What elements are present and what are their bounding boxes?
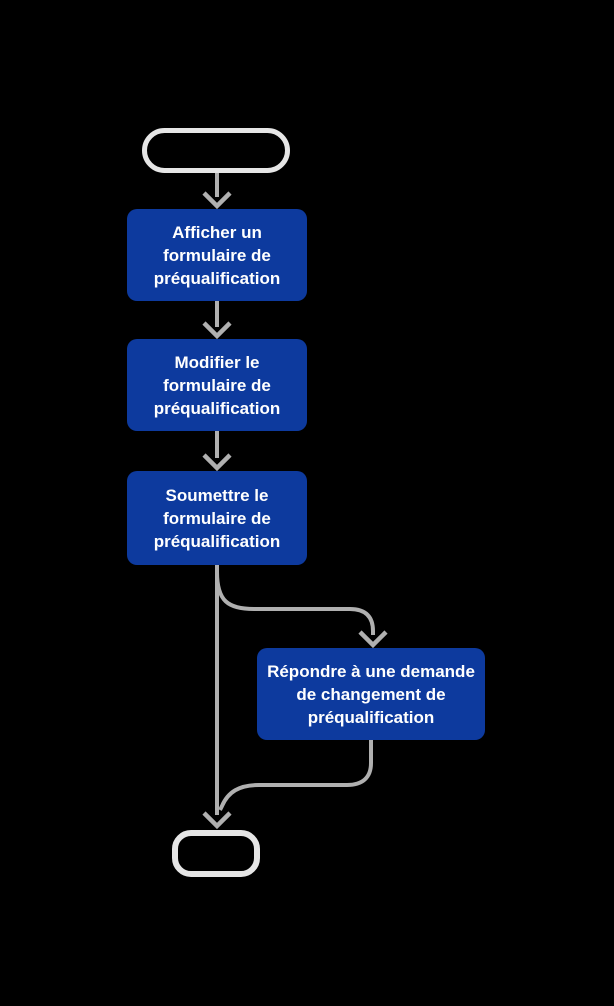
edge-step4-to-end [218,740,373,811]
arrowhead-step2-to-step3 [202,453,232,472]
node-label-line: Afficher un [172,222,262,242]
node-label-line: préqualification [153,531,281,551]
arrowhead-step3-to-end [202,811,232,830]
node-label-line: Modifier le [174,352,260,372]
process-node-afficher: Afficher un formulaire de préqualificati… [127,209,307,301]
node-label-line: préqualification [153,268,281,288]
node-label-line: formulaire de [163,508,271,528]
end-node [172,830,260,877]
node-label-line: préqualification [153,398,281,418]
process-node-modifier: Modifier le formulaire de préqualificati… [127,339,307,431]
node-label-line: Répondre à une demande [267,661,475,681]
process-node-repondre: Répondre à une demande de changement de … [257,648,485,740]
node-label-line: préqualification [307,707,435,727]
process-node-soumettre: Soumettre le formulaire de préqualificat… [127,471,307,565]
arrowhead-step1-to-step2 [202,321,232,340]
arrowhead-start-to-step1 [202,191,232,210]
node-label-line: Soumettre le [165,485,269,505]
edge-step3-to-step4 [215,571,375,635]
arrowhead-step3-to-step4 [358,630,388,649]
node-label-line: de changement de [296,684,446,704]
node-label-line: formulaire de [163,375,271,395]
node-label-line: formulaire de [163,245,271,265]
start-node [142,128,290,173]
